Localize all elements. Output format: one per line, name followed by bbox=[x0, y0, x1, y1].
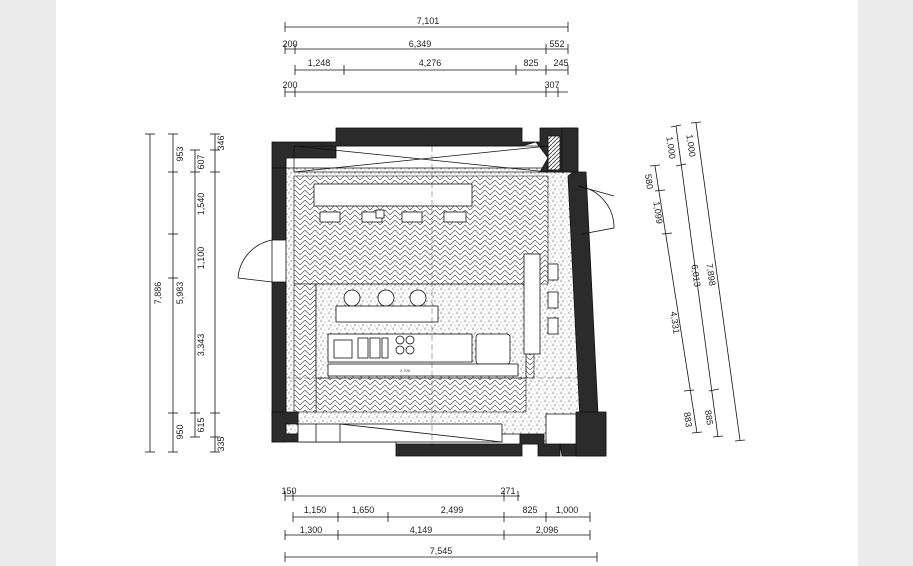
dim-bottom-row3-a: 1,300 bbox=[300, 525, 323, 535]
side-seat bbox=[547, 291, 559, 309]
dim-left-middle-950: 950 bbox=[175, 424, 185, 439]
appliance bbox=[369, 337, 381, 359]
walls bbox=[271, 127, 607, 457]
fridge bbox=[475, 333, 511, 365]
herringbone-strip bbox=[293, 283, 317, 413]
dim-top-row2-c: 552 bbox=[549, 39, 564, 49]
dim-right-b-1000: 1,000 bbox=[684, 134, 697, 158]
bottom-wall bbox=[271, 411, 561, 457]
dim-left-inner-346: 346 bbox=[216, 135, 226, 150]
hatched-column bbox=[547, 135, 561, 171]
side-seat bbox=[547, 263, 559, 281]
dim-left-middle-1100: 1,100 bbox=[196, 247, 206, 270]
dim-top-row3-d: 245 bbox=[553, 58, 568, 68]
dim-bottom-row2-c: 2,499 bbox=[441, 505, 464, 515]
dim-left-middle-953: 953 bbox=[175, 146, 185, 161]
furniture bbox=[297, 183, 559, 443]
bottom-storage bbox=[297, 423, 503, 443]
bar-counter-top bbox=[313, 183, 473, 207]
left-wall-upper bbox=[271, 167, 287, 241]
round-stool bbox=[377, 289, 395, 307]
dim-bottom-row2-d: 825 bbox=[522, 505, 537, 515]
stool-small bbox=[375, 209, 385, 219]
dim-top-row4-a: 200 bbox=[282, 80, 297, 90]
dim-bottom-row1-b: 271 bbox=[500, 486, 515, 496]
dim-right-outer: 7,898 bbox=[704, 263, 717, 287]
back-counter bbox=[327, 363, 519, 377]
dim-right-b-885: 885 bbox=[703, 409, 715, 425]
sink bbox=[333, 339, 353, 359]
doors bbox=[237, 185, 615, 283]
axis-lines bbox=[286, 128, 590, 456]
dim-right-a-580: 580 bbox=[643, 173, 655, 189]
burner bbox=[405, 335, 415, 345]
dim-left-middle-1540: 1,540 bbox=[196, 193, 206, 216]
stool bbox=[401, 211, 423, 223]
round-stool bbox=[343, 289, 361, 307]
dim-bottom-row2-b: 1,650 bbox=[352, 505, 375, 515]
round-stool bbox=[409, 289, 427, 307]
dim-top-row2-a: 200 bbox=[282, 39, 297, 49]
counter-dimension-label: 2,700 bbox=[400, 368, 411, 373]
dim-bottom-row3-b: 4,149 bbox=[410, 525, 433, 535]
dim-top-row2-b: 6,349 bbox=[409, 39, 432, 49]
dim-left-inner-335: 335 bbox=[216, 436, 226, 451]
top-right-column bbox=[561, 127, 579, 173]
dim-top-row4-b: 307 bbox=[544, 80, 559, 90]
dim-right-a-1000: 1,000 bbox=[664, 136, 677, 160]
bottom-dimension-chains bbox=[284, 491, 598, 562]
top-dimension-chains bbox=[284, 22, 569, 97]
dim-left-middle-total: 5,983 bbox=[175, 282, 185, 305]
dim-left-inner-615: 615 bbox=[196, 417, 206, 432]
entry-zone bbox=[285, 145, 549, 173]
dim-bottom-row3-c: 2,096 bbox=[536, 525, 559, 535]
side-seat bbox=[547, 317, 559, 335]
burner bbox=[395, 345, 405, 355]
right-wall bbox=[559, 171, 607, 457]
dim-top-row3-a: 1,248 bbox=[308, 58, 331, 68]
appliance bbox=[381, 337, 389, 359]
dim-right-b-6013: 6,013 bbox=[689, 264, 702, 288]
dim-right-a-4331: 4,331 bbox=[668, 311, 681, 335]
side-bench bbox=[523, 253, 541, 355]
bottom-right-column bbox=[575, 411, 607, 457]
stool bbox=[443, 211, 467, 223]
dim-bottom-row2-e: 1,000 bbox=[556, 505, 579, 515]
top-wall bbox=[271, 127, 579, 173]
left-dimension-chains bbox=[145, 133, 220, 453]
dim-top-row3-b: 4,276 bbox=[419, 58, 442, 68]
dim-right-a-1099: 1,099 bbox=[651, 201, 664, 225]
dim-right-a-883: 883 bbox=[682, 411, 694, 427]
left-door-swing bbox=[237, 239, 273, 279]
burner bbox=[405, 345, 415, 355]
burner bbox=[395, 335, 405, 345]
island-counter bbox=[335, 305, 439, 323]
stool bbox=[319, 211, 341, 223]
dim-bottom-row2-a: 1,150 bbox=[304, 505, 327, 515]
dim-left-middle-3343: 3,343 bbox=[196, 334, 206, 357]
dim-top-overall: 7,101 bbox=[417, 16, 440, 26]
dim-bottom-row1-a: 150 bbox=[281, 486, 296, 496]
floor-finishes bbox=[285, 167, 593, 445]
appliance bbox=[357, 337, 369, 359]
right-dimension-chains bbox=[649, 121, 746, 442]
dim-left-outer: 7,886 bbox=[153, 282, 163, 305]
dim-left-inner-607: 607 bbox=[196, 154, 206, 169]
dim-top-row3-c: 825 bbox=[523, 58, 538, 68]
dim-bottom-overall: 7,545 bbox=[430, 546, 453, 556]
